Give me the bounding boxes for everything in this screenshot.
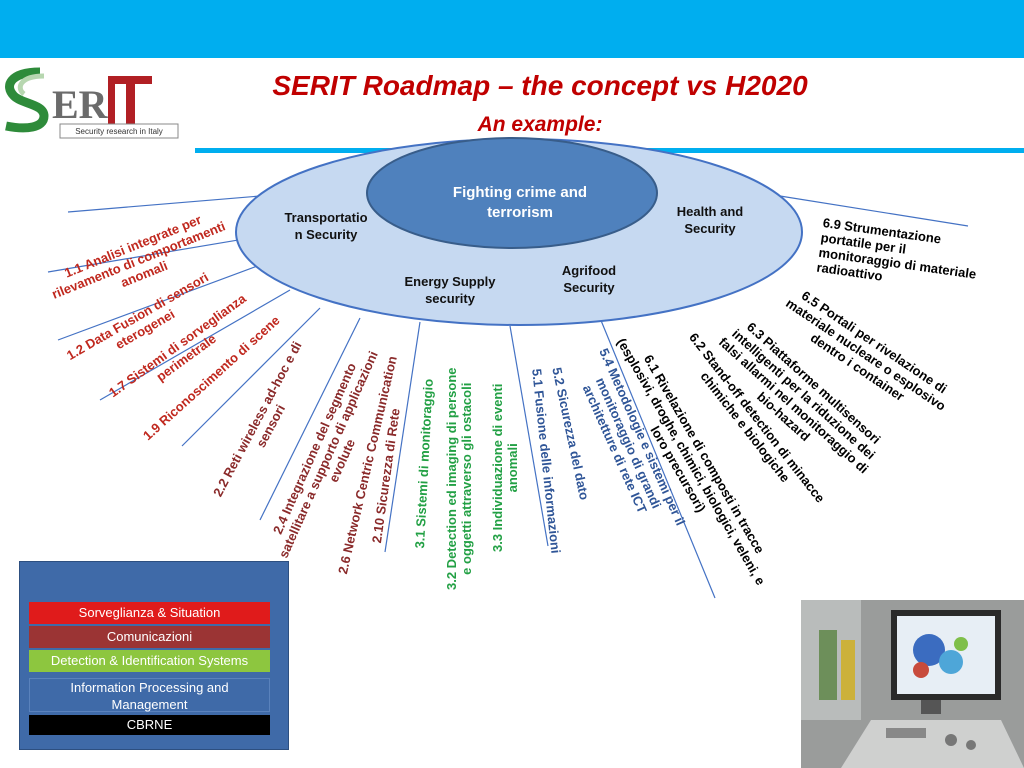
legend-item-information: Information Processing and Management: [29, 678, 270, 712]
legend-item-cbrne: CBRNE: [29, 715, 270, 735]
legend-item-surveillance: Sorveglianza & Situation: [29, 602, 270, 624]
logo-tagline: Security research in Italy: [75, 127, 163, 136]
scanner-photo: [801, 600, 1024, 768]
legend-panel: Sorveglianza & Situation Comunicazioni D…: [19, 561, 289, 750]
center-label: Fighting crime and terrorism: [452, 184, 588, 221]
label-3-3: 3.3 Individuazione di eventi anomali: [490, 383, 520, 552]
center-ellipse: [366, 137, 658, 249]
sector-agrifood: Agrifood Security: [561, 263, 617, 295]
sector-energy: Energy Supply security: [404, 274, 496, 306]
svg-text:ER: ER: [52, 82, 109, 127]
legend-item-communications: Comunicazioni: [29, 626, 270, 648]
page-subtitle: An example:: [477, 113, 603, 136]
sector-health: Health and Security: [676, 204, 744, 236]
serit-logo: ER Security research in Italy: [5, 67, 179, 139]
connector-line: [67, 195, 261, 213]
sector-transportation: Transportatio n Security: [284, 210, 368, 242]
top-bar: [0, 0, 1024, 58]
label-3-2: 3.2 Detection ed imaging di persone e og…: [444, 367, 474, 591]
page-title: SERIT Roadmap – the concept vs H2020: [272, 70, 808, 101]
legend-item-detection: Detection & Identification Systems: [29, 650, 270, 672]
